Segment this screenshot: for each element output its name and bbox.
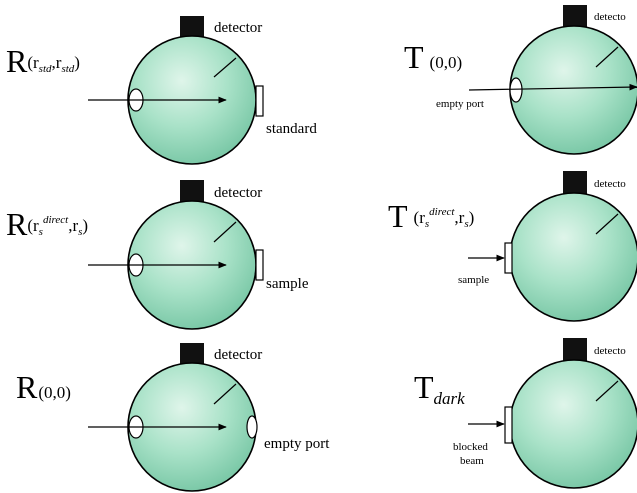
sphere xyxy=(509,359,637,489)
port-label: empty port xyxy=(264,436,330,452)
port-label: sample xyxy=(266,276,309,292)
formula-label: R(0,0) xyxy=(16,369,71,405)
exit-port xyxy=(246,415,258,439)
port-label-line-2: beam xyxy=(460,455,484,467)
port-label: empty port xyxy=(436,98,484,110)
baffle-line xyxy=(595,380,619,402)
detector-label: detector xyxy=(214,185,262,201)
entrance-port xyxy=(509,77,523,103)
blocking-plate xyxy=(504,406,513,444)
detector-label: detector xyxy=(214,20,262,36)
sphere xyxy=(509,192,637,322)
panel-t-dark: detecto blocked beam Tdark xyxy=(414,338,637,489)
detector-block xyxy=(563,338,587,361)
detector-label: detector xyxy=(214,347,262,363)
baffle-line xyxy=(213,57,237,78)
detector-block xyxy=(563,171,587,194)
formula-label: Tdark xyxy=(414,369,465,408)
detector-block xyxy=(180,343,204,366)
detector-block xyxy=(563,5,587,28)
sphere xyxy=(509,25,637,155)
sample-plate xyxy=(255,249,264,281)
port-label: standard xyxy=(266,121,317,137)
detector-block xyxy=(180,16,204,39)
formula-label: T(rsdirect,rs) xyxy=(388,198,474,234)
detector-label: detecto xyxy=(594,345,626,357)
formula-label: R(rstd,rstd) xyxy=(6,43,80,79)
panel-r-std: detector standard R(rstd,rstd) xyxy=(6,16,317,165)
panel-t-zero: detecto empty port T(0,0) xyxy=(404,5,637,155)
baffle-line xyxy=(213,221,237,243)
formula-label: T(0,0) xyxy=(404,39,462,75)
detector-block xyxy=(180,180,204,203)
port-label: sample xyxy=(458,274,489,286)
detector-label: detecto xyxy=(594,11,626,23)
formula-label: R(rsdirect,rs) xyxy=(6,206,88,242)
baffle-line xyxy=(595,46,619,68)
sample-plate xyxy=(504,242,513,274)
detector-label: detecto xyxy=(594,178,626,190)
panel-r-sample: detector sample R(rsdirect,rs) xyxy=(6,180,309,330)
baffle-line xyxy=(595,213,619,235)
port-label-line-1: blocked xyxy=(453,441,488,453)
panel-t-sample: detecto sample T(rsdirect,rs) xyxy=(388,171,637,322)
baffle-line xyxy=(213,383,237,405)
standard-plate xyxy=(255,85,264,117)
beam-arrow xyxy=(468,83,637,91)
panel-r-zero: detector empty port R(0,0) xyxy=(16,343,330,492)
